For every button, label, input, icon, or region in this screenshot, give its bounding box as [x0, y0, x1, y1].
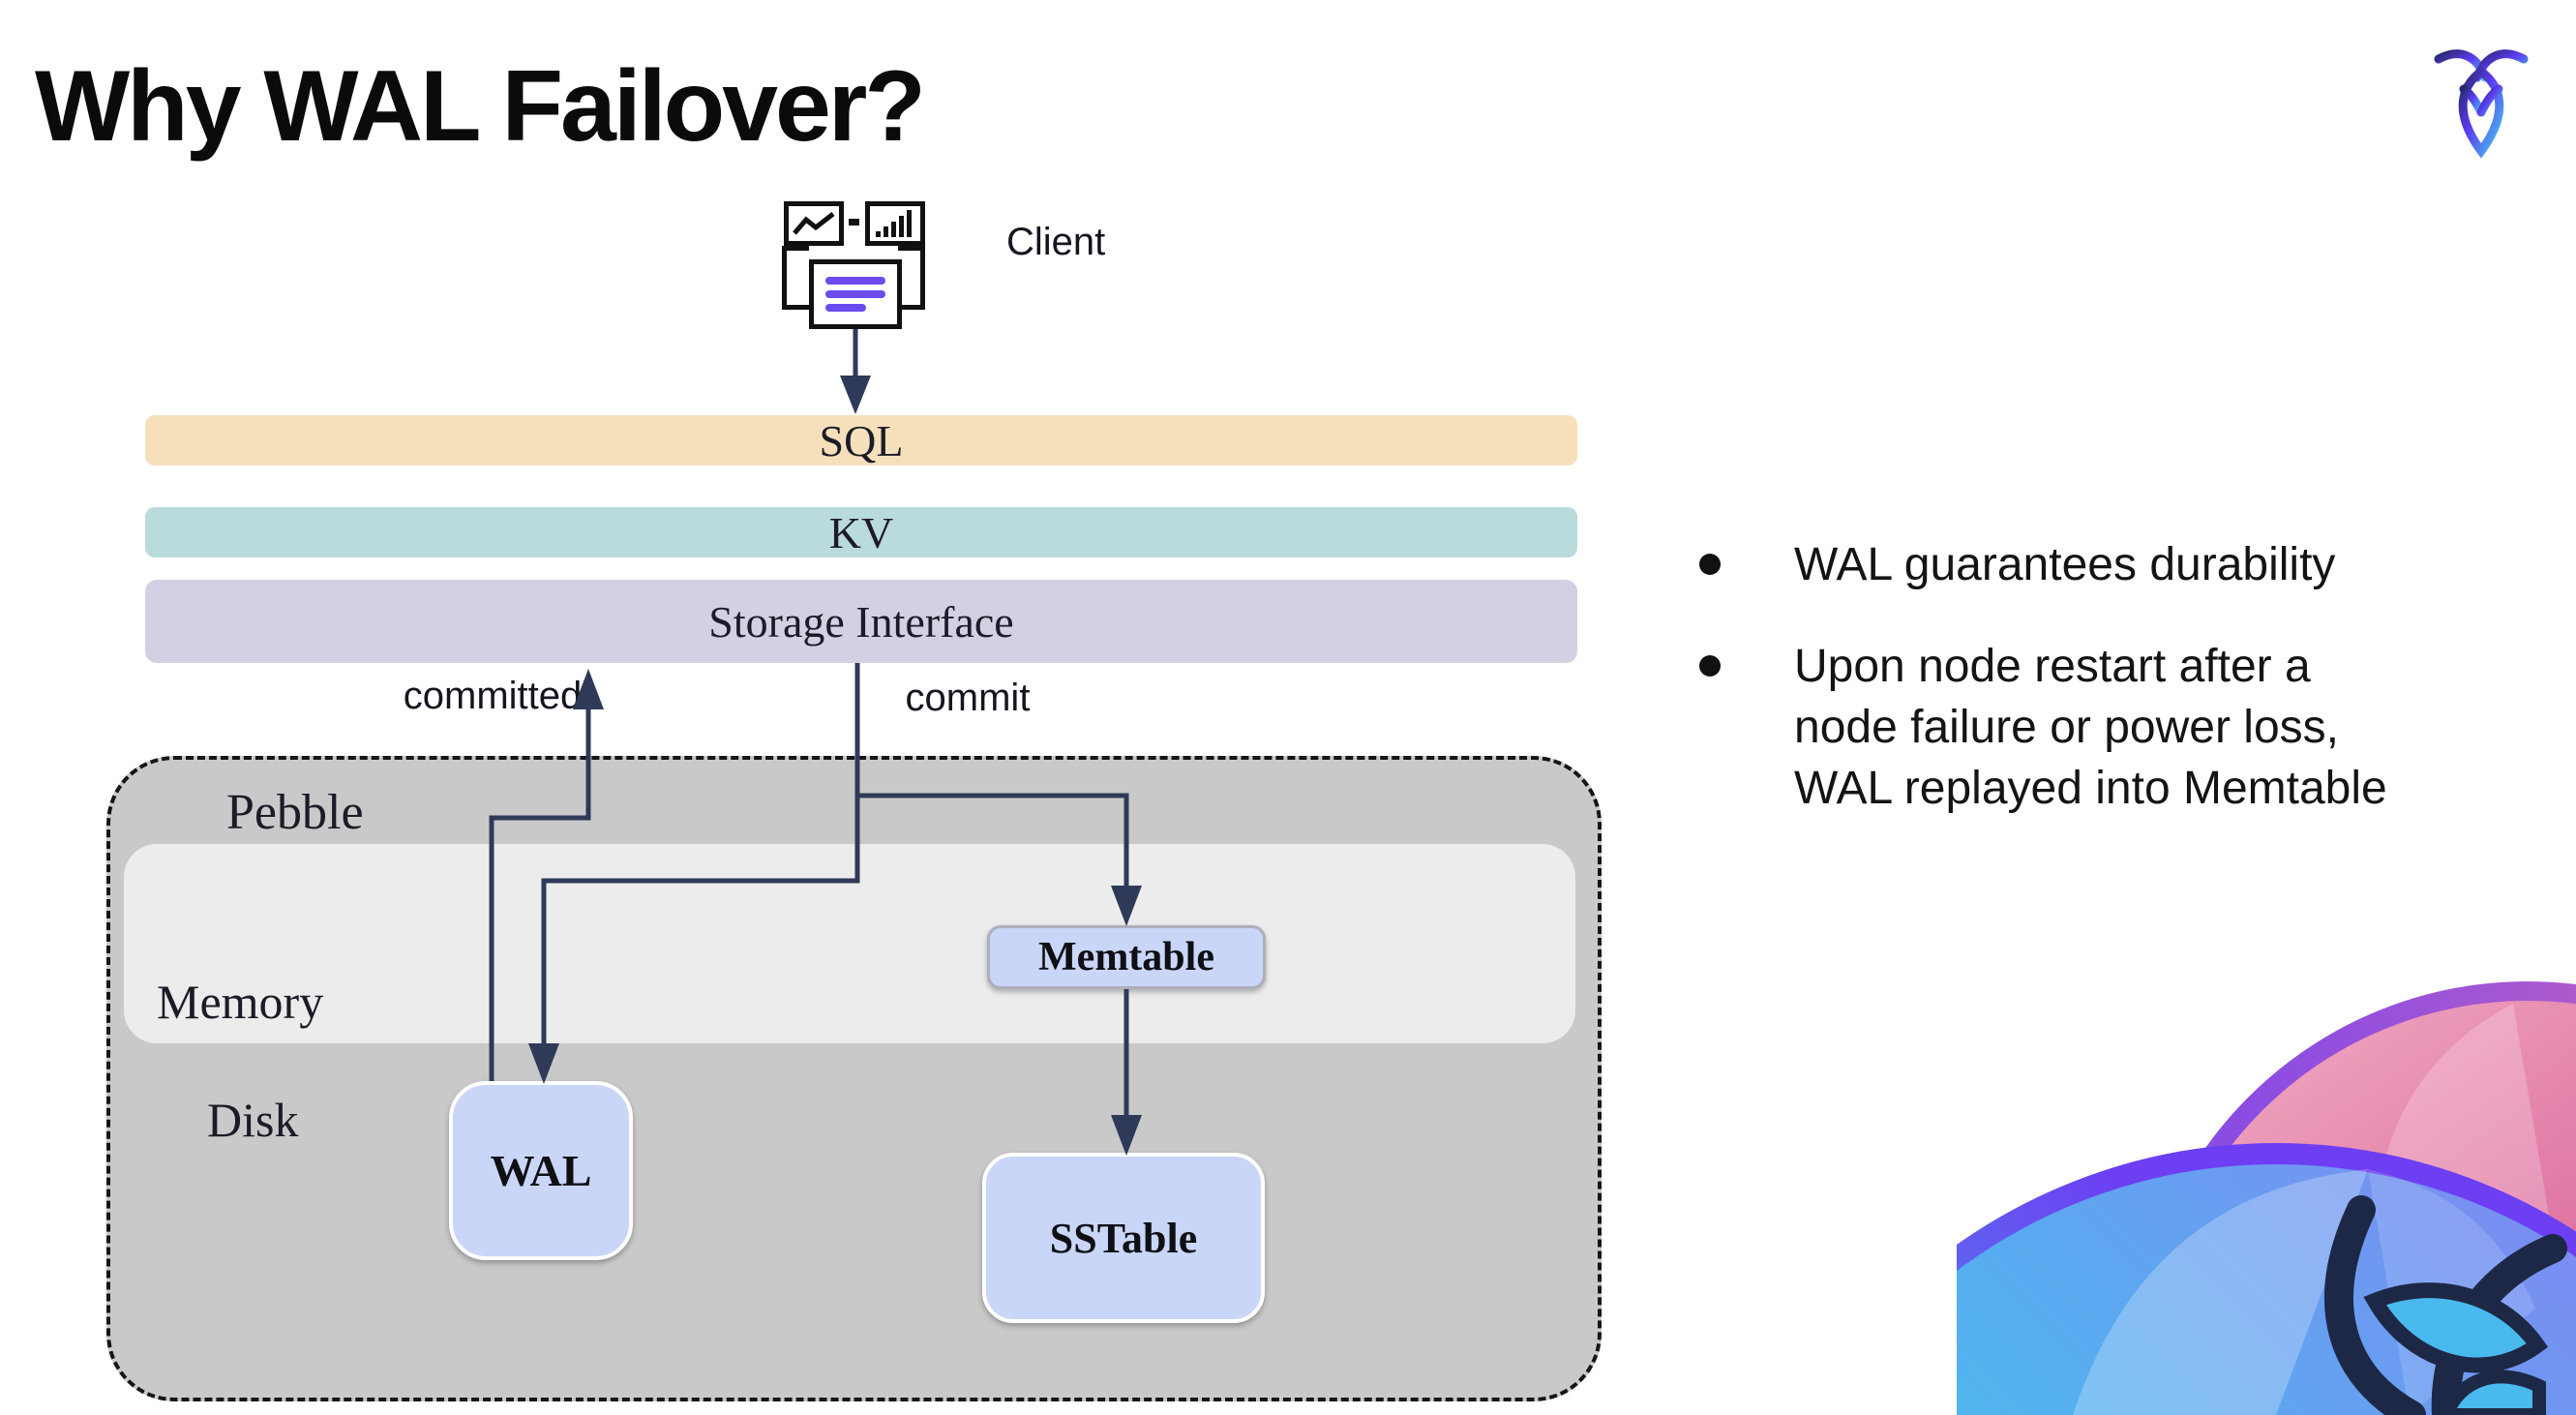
wal-label: WAL: [490, 1146, 592, 1195]
disk-label: Disk: [207, 1093, 299, 1147]
commit-edge-label: commit: [905, 677, 1031, 719]
bullet-icon: [1699, 655, 1721, 677]
bar-chart-icon: [865, 201, 925, 246]
layer-bar-sql: SQL: [145, 415, 1577, 466]
page-title: Why WAL Failover?: [35, 50, 926, 163]
line-chart-icon: [784, 201, 844, 246]
dash-connector-icon: [849, 219, 859, 226]
list-item: Upon node restart after a node failure o…: [1699, 636, 2576, 819]
document-icon: [809, 259, 902, 329]
memory-label: Memory: [157, 975, 324, 1029]
sstable-label: SSTable: [1049, 1214, 1198, 1262]
bullet-icon: [1699, 554, 1721, 575]
list-item: WAL guarantees durability: [1699, 534, 2576, 595]
layer-bar-kv: KV: [145, 507, 1577, 557]
bullet-1-line-1: WAL guarantees durability: [1794, 539, 2336, 590]
memtable-node: Memtable: [987, 925, 1266, 989]
sql-label: SQL: [819, 415, 904, 466]
left-bracket-icon: [782, 246, 809, 310]
memory-band: [124, 844, 1575, 1043]
bullet-2-line-1: Upon node restart after a: [1794, 641, 2311, 692]
kv-label: KV: [828, 507, 894, 557]
sstable-node: SSTable: [982, 1153, 1265, 1323]
memtable-label: Memtable: [1038, 935, 1214, 979]
committed-edge-label: committed: [403, 675, 583, 717]
right-bracket-icon: [898, 246, 925, 310]
bullet-list: WAL guarantees durability Upon node rest…: [1699, 534, 2576, 859]
layer-bar-storage-interface: Storage Interface: [145, 580, 1577, 663]
client-label: Client: [1006, 221, 1106, 263]
cockroachdb-logo-icon: [2434, 49, 2529, 159]
client-icon: [780, 197, 935, 333]
pebble-label: Pebble: [226, 785, 364, 840]
bullet-2-line-2: node failure or power loss,: [1794, 702, 2339, 753]
wal-node: WAL: [449, 1081, 633, 1260]
storage-interface-label: Storage Interface: [708, 596, 1014, 647]
arrowhead-client-sql: [840, 376, 871, 414]
bullet-2-line-3: WAL replayed into Memtable: [1794, 763, 2387, 814]
cockroachdb-brand-artwork: [1957, 981, 2576, 1415]
